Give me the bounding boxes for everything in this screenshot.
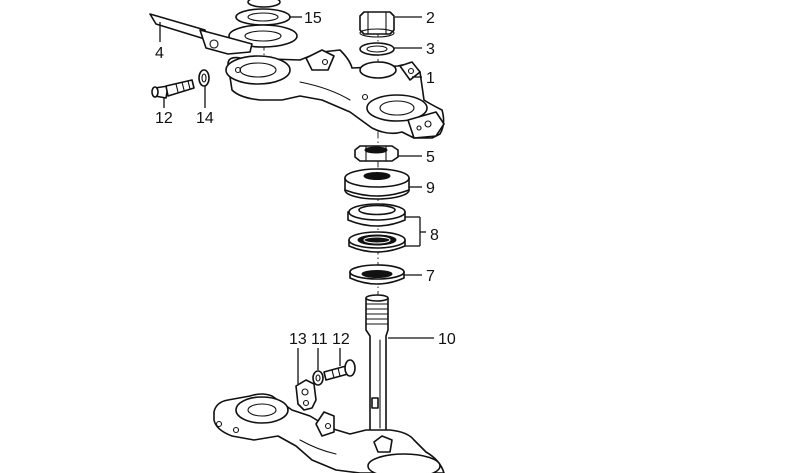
callout-9: 9 (426, 180, 435, 197)
cap-nut-2 (359, 11, 395, 38)
callout-11: 11 (311, 331, 328, 348)
callout-4: 4 (155, 45, 164, 62)
bearing-set-8 (347, 203, 406, 253)
lower-fork-bridge (213, 393, 445, 473)
slotted-nut-5 (354, 145, 399, 162)
bolt-12-upper (151, 79, 195, 99)
race-ring-7 (349, 264, 405, 285)
callout-15: 15 (304, 10, 322, 27)
callout-14: 14 (196, 110, 214, 127)
callout-1: 1 (426, 70, 435, 87)
leader-lines (163, 16, 434, 384)
lever-arm-4 (149, 13, 253, 55)
washer-3 (359, 42, 395, 56)
callout-12-upper: 12 (155, 110, 173, 127)
callout-8: 8 (430, 227, 439, 244)
washer-14 (198, 69, 210, 87)
callout-13: 13 (289, 331, 307, 348)
callout-3: 3 (426, 41, 435, 58)
callout-2: 2 (426, 10, 435, 27)
callout-7: 7 (426, 268, 435, 285)
callout-10: 10 (438, 331, 456, 348)
callout-12-lower: 12 (332, 331, 350, 348)
steering-stem-10 (365, 294, 389, 433)
upper-bridge-1 (225, 49, 445, 139)
dust-cover-9 (344, 168, 410, 200)
lower-clamp-assembly (295, 359, 356, 411)
washer-15 (228, 0, 298, 48)
callout-5: 5 (426, 149, 435, 166)
